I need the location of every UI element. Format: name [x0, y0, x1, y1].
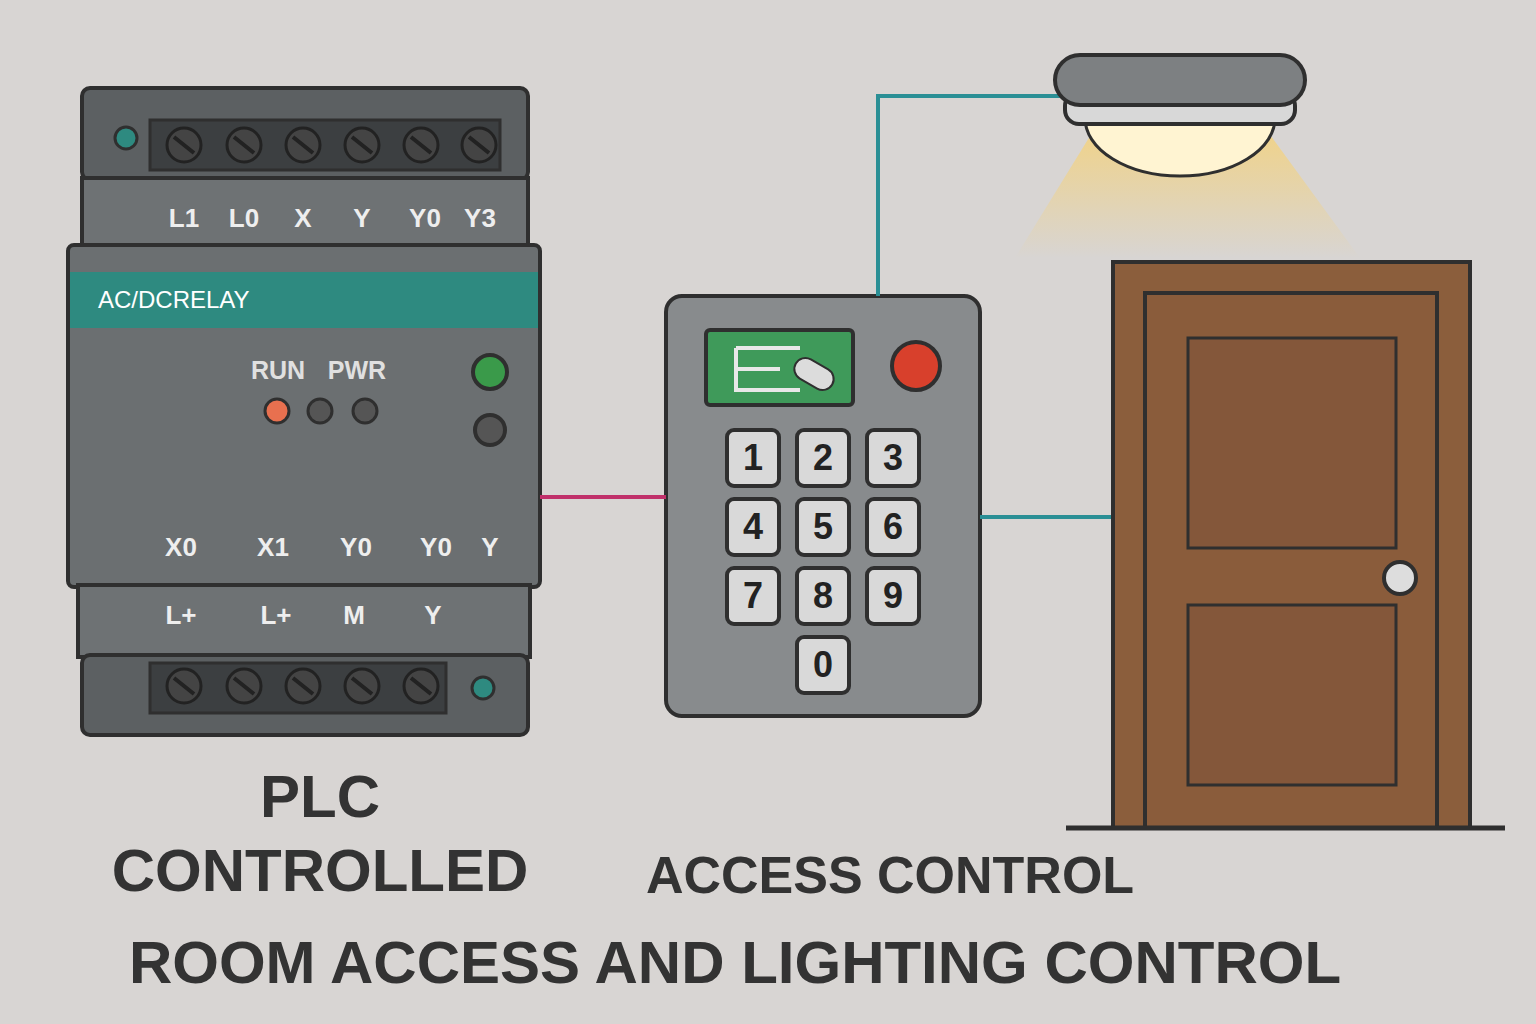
- diagram-title: ROOM ACCESS AND LIGHTING CONTROL: [40, 928, 1430, 998]
- indicator-dot: [115, 127, 137, 149]
- pin-label: L+: [141, 602, 221, 628]
- terminal-strip: [150, 663, 446, 713]
- top-terminal-block: [82, 88, 528, 180]
- pin-label: L1: [144, 205, 224, 231]
- run-led: [265, 399, 289, 423]
- green-button: [473, 355, 507, 389]
- lower-band: [78, 585, 530, 657]
- pin-label: X0: [141, 534, 221, 560]
- door-wire: [980, 515, 1113, 519]
- key-digit: 5: [813, 509, 833, 545]
- pin-label: Y: [322, 205, 402, 231]
- key-digit: 8: [813, 578, 833, 614]
- pin-label: L0: [204, 205, 284, 231]
- indicator-dot: [472, 677, 494, 699]
- illustration-part: [174, 678, 431, 694]
- teal-band: [70, 272, 538, 328]
- pin-label: X1: [233, 534, 313, 560]
- door-leaf: [1145, 293, 1437, 828]
- keypad-body: [666, 296, 980, 716]
- light-base: [1055, 55, 1305, 105]
- led: [308, 399, 332, 423]
- door-panel: [1188, 338, 1396, 548]
- keypad-key: 6: [865, 497, 921, 557]
- keypad-caption: ACCESS CONTROL: [620, 844, 1160, 906]
- light-wire: [878, 96, 1060, 296]
- module-type: AC/DCRELAY: [98, 286, 398, 314]
- keypad-key: 1: [725, 428, 781, 488]
- bottom-terminal-block: [82, 655, 528, 735]
- keypad-key: 0: [795, 635, 851, 695]
- pin-label: Y3: [440, 205, 520, 231]
- key-digit: 3: [883, 440, 903, 476]
- pin-label: Y0: [316, 534, 396, 560]
- plc-housing: [68, 88, 540, 735]
- terminal-screws: [167, 669, 438, 703]
- keypad-unit: ACCESS CONTROL1234567890: [666, 296, 980, 716]
- keypad-key: 8: [795, 566, 851, 626]
- key-digit: 2: [813, 440, 833, 476]
- key-digit: 6: [883, 509, 903, 545]
- pin-label: L+: [236, 602, 316, 628]
- grey-button: [475, 415, 505, 445]
- pin-label: Y0: [385, 205, 465, 231]
- pin-label: X: [263, 205, 343, 231]
- door-knob: [1384, 562, 1416, 594]
- terminal-screws: [167, 128, 496, 162]
- keypad-key: 3: [865, 428, 921, 488]
- led-label: PWR: [317, 358, 397, 383]
- key-digit: 7: [743, 578, 763, 614]
- led: [353, 399, 377, 423]
- key-digit: 4: [743, 509, 763, 545]
- pin-label: M: [314, 602, 394, 628]
- door-panel: [1188, 605, 1396, 785]
- keypad-key: 5: [795, 497, 851, 557]
- key-digit: 9: [883, 578, 903, 614]
- terminal-strip: [150, 120, 500, 170]
- key-digit: 1: [743, 440, 763, 476]
- keypad-screen: [706, 330, 853, 405]
- keypad-key: 4: [725, 497, 781, 557]
- floor-line: [1066, 826, 1505, 831]
- led-label: RUN: [238, 358, 318, 383]
- keypad-key: 2: [795, 428, 851, 488]
- keypad-key: 7: [725, 566, 781, 626]
- keypad-housing: [666, 296, 980, 716]
- door: [1066, 262, 1505, 828]
- label-band: [82, 178, 528, 247]
- door-frame: [1113, 262, 1470, 828]
- pin-label: Y: [450, 534, 530, 560]
- key-digit: 0: [813, 647, 833, 683]
- plc-caption: PLC CONTROLLED: [90, 760, 550, 908]
- plc-unit: AC/DCRELAYPLC CONTROLLED: [70, 88, 540, 736]
- illustration-part: [174, 137, 489, 153]
- ceiling-light: [1015, 55, 1360, 258]
- pin-label: Y0: [396, 534, 476, 560]
- keypad-key: 9: [865, 566, 921, 626]
- red-button: [892, 342, 940, 390]
- main-body: [68, 245, 540, 587]
- card-icon: [736, 348, 800, 390]
- card-icon: [790, 354, 837, 394]
- pin-label: Y: [393, 602, 473, 628]
- light-dome: [1085, 118, 1275, 176]
- signal-wire: [540, 495, 666, 499]
